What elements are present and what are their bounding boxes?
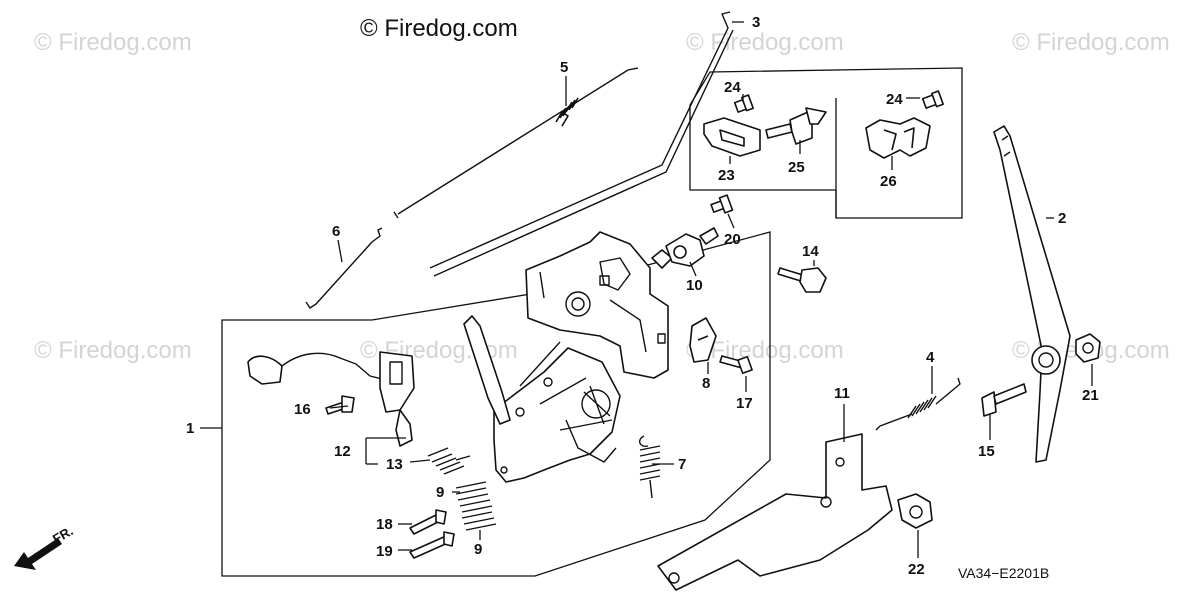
callout-13: 13: [386, 456, 403, 473]
callout-11: 11: [834, 385, 850, 402]
part-11-hole-a: [835, 457, 845, 467]
part-11-hole-b: [820, 496, 832, 508]
callout-18: 18: [376, 516, 393, 533]
callout-19: 19: [376, 543, 393, 560]
part-8-clip: [689, 317, 717, 363]
part-9-springs: [455, 481, 497, 531]
part-10-choke: [651, 227, 719, 269]
callout-10: 10: [686, 277, 703, 294]
callout-24-left: 24: [724, 79, 741, 96]
part-26-grip: [865, 117, 931, 159]
callout-7: 7: [678, 456, 686, 473]
part-22-bolt: [897, 493, 933, 529]
callout-3: 3: [752, 14, 760, 31]
callout-labels: 1 2 3 4 5 6 7 8 9 9 10 11 12 13 14 15 16…: [186, 14, 1099, 578]
callout-4: 4: [926, 349, 935, 366]
diagram-code: VA34−E2201B: [958, 565, 1049, 581]
watermark-top-left: © Firedog.com: [34, 29, 192, 56]
callout-20: 20: [724, 231, 741, 248]
part-5-rod: [393, 67, 639, 219]
watermark-main: © Firedog.com: [360, 15, 518, 42]
callout-14: 14: [802, 243, 819, 260]
callout-5: 5: [560, 59, 568, 76]
part-17-screw: [719, 355, 753, 375]
direction-arrow: FR.: [14, 523, 76, 570]
part-16-screw: [325, 395, 355, 415]
leader-lines: [200, 21, 1093, 558]
callout-2: 2: [1058, 210, 1066, 227]
part-23-clamp: [703, 117, 761, 157]
part-19-screw: [409, 531, 455, 559]
part-7-spring: [638, 435, 661, 499]
part-2-lever: [993, 125, 1071, 463]
part-24-screw-a: [733, 94, 754, 113]
callout-6: 6: [332, 223, 340, 240]
callout-25: 25: [788, 159, 805, 176]
callout-24-right: 24: [886, 91, 903, 108]
callout-9-lower: 9: [474, 541, 482, 558]
main-control-plate: [463, 231, 669, 483]
callout-26: 26: [880, 173, 897, 190]
part-6-link: [305, 227, 383, 309]
callout-1: 1: [186, 420, 194, 437]
assembly-outline: [221, 231, 771, 577]
part-13-spring: [427, 447, 471, 475]
part-21-nut: [1075, 333, 1101, 363]
part-4-spring: [875, 377, 961, 431]
callout-9-upper: 9: [436, 484, 444, 501]
watermark-mid-left: © Firedog.com: [34, 337, 192, 364]
callout-8: 8: [702, 375, 710, 392]
callout-12: 12: [334, 443, 351, 460]
part-3-rod: [429, 11, 734, 277]
watermark-top-right: © Firedog.com: [1012, 29, 1170, 56]
part-11-hole-c: [668, 572, 680, 584]
part-25-knob: [765, 107, 827, 145]
fr-arrow-icon: [14, 538, 62, 570]
callout-15: 15: [978, 443, 995, 460]
callout-22: 22: [908, 561, 925, 578]
part-20-screw: [710, 194, 734, 214]
part-11-bracket: [657, 433, 893, 591]
watermark-top-center: © Firedog.com: [686, 29, 844, 56]
callout-16: 16: [294, 401, 311, 418]
callout-21: 21: [1082, 387, 1099, 404]
part-18-screw: [409, 509, 447, 535]
part-15-bolt: [981, 383, 1027, 417]
callout-23: 23: [718, 167, 735, 184]
part-24-screw-b: [921, 90, 944, 109]
callout-17: 17: [736, 395, 753, 412]
part-14-bolt: [777, 267, 827, 293]
part-12-arm: [247, 351, 415, 447]
